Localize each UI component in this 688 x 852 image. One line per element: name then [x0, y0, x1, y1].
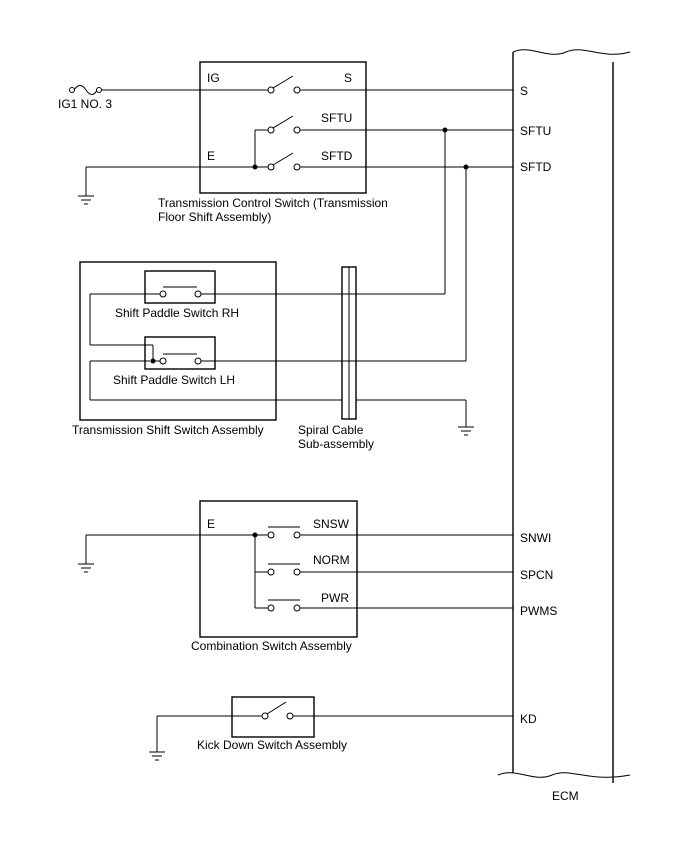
combination-switch-assembly: E SNSW NORM PWR Combination Switch Assem…	[86, 500, 513, 653]
tcs-pin-sftu: SFTU	[321, 111, 352, 125]
fuse-icon	[69, 85, 102, 95]
tcs-pin-s: S	[344, 71, 352, 85]
kickdown-caption: Kick Down Switch Assembly	[197, 738, 347, 752]
combo-pin-pwr: PWR	[321, 591, 349, 605]
ecm-pin-sftd: SFTD	[520, 160, 552, 174]
combo-pin-e: E	[207, 517, 215, 531]
tcs-pin-ig: IG	[207, 71, 220, 85]
ground-icon	[149, 716, 165, 761]
ecm-pin-spcn: SPCN	[520, 568, 553, 582]
spiral-cable-label-1: Spiral Cable	[298, 423, 364, 437]
tcs-pin-e: E	[207, 149, 215, 163]
tcs-caption-1: Transmission Control Switch (Transmissio…	[158, 196, 388, 210]
switch-rh-label: Shift Paddle Switch RH	[115, 306, 239, 320]
tcs-pin-sftd: SFTD	[321, 149, 353, 163]
spiral-cable-label-2: Sub-assembly	[298, 437, 374, 451]
ecm-label: ECM	[552, 789, 579, 803]
combo-pin-snsw: SNSW	[313, 517, 350, 531]
switch-lh-label: Shift Paddle Switch LH	[113, 373, 235, 387]
tss-caption: Transmission Shift Switch Assembly	[72, 423, 264, 437]
ecm-pin-s: S	[520, 84, 528, 98]
kick-down-switch-assembly: Kick Down Switch Assembly	[157, 696, 513, 752]
ecm-pin-sftu: SFTU	[520, 124, 551, 138]
transmission-control-switch: IG S SFTU E SFTD Transmission Control Sw…	[86, 61, 513, 224]
fuse-label: IG1 NO. 3	[58, 97, 112, 111]
ground-icon	[78, 535, 94, 573]
ecm-pin-snwi: SNWI	[520, 531, 551, 545]
tcs-caption-2: Floor Shift Assembly)	[158, 210, 271, 224]
ecm-block: ECM S SFTU SFTD SNWI SPCN PWMS KD	[497, 49, 631, 803]
ecm-pin-kd: KD	[520, 712, 537, 726]
spiral-cable: Spiral Cable Sub-assembly	[298, 266, 374, 451]
ground-icon	[458, 426, 474, 436]
transmission-shift-switch-assembly: Shift Paddle Switch RH Shift Paddle Swit…	[72, 261, 342, 437]
combo-pin-norm: NORM	[313, 553, 350, 567]
ecm-pin-pwms: PWMS	[520, 604, 557, 618]
ground-icon	[78, 167, 94, 205]
combo-caption: Combination Switch Assembly	[191, 639, 352, 653]
